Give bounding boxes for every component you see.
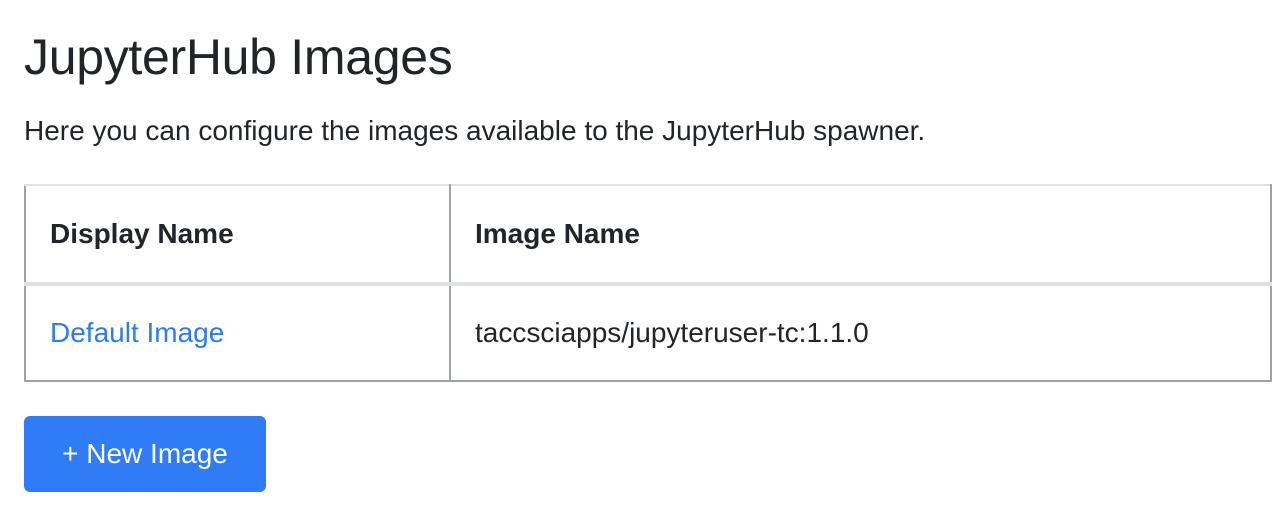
new-image-button[interactable]: + New Image bbox=[24, 416, 266, 492]
table-header: Display Name Image Name bbox=[24, 184, 1272, 286]
page-title: JupyterHub Images bbox=[24, 29, 453, 85]
display-name-cell: Default Image bbox=[24, 284, 451, 382]
column-header-image-name: Image Name bbox=[449, 184, 1272, 286]
table-header-row: Display Name Image Name bbox=[24, 184, 1272, 286]
column-header-display-name: Display Name bbox=[24, 184, 451, 286]
default-image-link[interactable]: Default Image bbox=[50, 317, 225, 348]
image-name-cell: taccsciapps/jupyteruser-tc:1.1.0 bbox=[449, 284, 1272, 382]
table-row: Default Image taccsciapps/jupyteruser-tc… bbox=[24, 284, 1272, 382]
page-description: Here you can configure the images availa… bbox=[24, 115, 926, 146]
table-body: Default Image taccsciapps/jupyteruser-tc… bbox=[24, 284, 1272, 382]
images-table: Display Name Image Name Default Image ta… bbox=[24, 184, 1272, 382]
